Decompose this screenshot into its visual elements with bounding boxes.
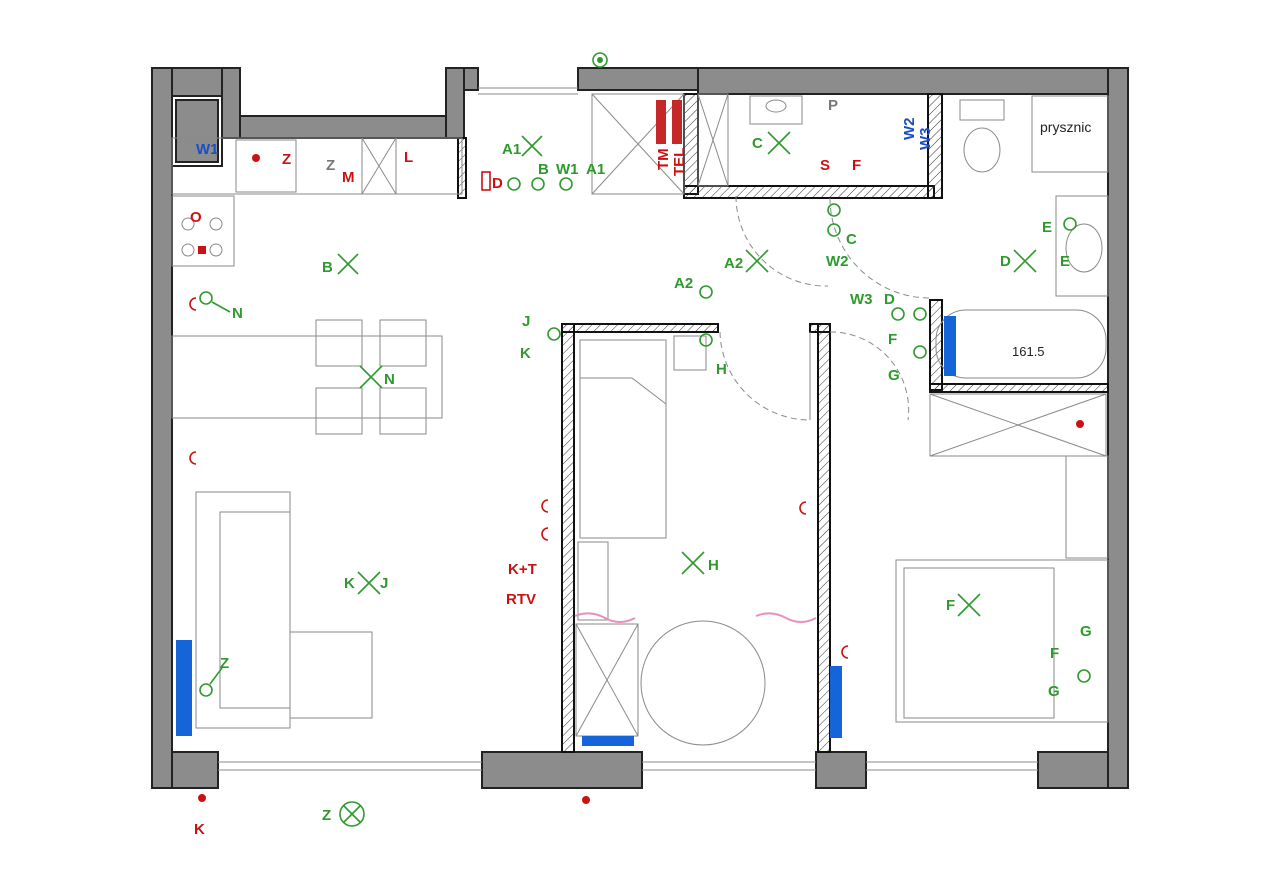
light-h <box>681 551 705 575</box>
label-j-living: J <box>380 575 388 592</box>
hall-closets <box>591 93 729 195</box>
label-a1-right: A1 <box>586 161 605 178</box>
label-s-wc: S <box>820 157 830 174</box>
label-n-wall: N <box>232 305 243 322</box>
label-z-gray: Z <box>326 157 335 174</box>
label-o-kitchen: O <box>190 209 202 226</box>
kitchen-counter <box>171 137 463 267</box>
windows <box>218 87 1038 771</box>
label-w2-blue: W2 <box>901 118 918 141</box>
label-j-room: J <box>522 313 530 330</box>
label-z-kitchen: Z <box>282 151 291 168</box>
light-b <box>337 253 359 275</box>
label-d-hall: D <box>492 175 503 192</box>
sofa <box>195 491 373 729</box>
label-kt: K+T <box>508 561 537 578</box>
label-w1-hall: W1 <box>556 161 579 178</box>
light-a2 <box>745 249 769 273</box>
middle-room-furniture <box>574 335 817 746</box>
label-h-switch: H <box>716 361 727 378</box>
light-fixtures <box>337 52 1037 827</box>
label-a2-light: A2 <box>724 255 743 272</box>
label-g-bed-bottom: G <box>1048 683 1060 700</box>
label-b-hall: B <box>538 161 549 178</box>
label-k-living: K <box>344 575 355 592</box>
light-kj <box>357 571 381 595</box>
switches <box>199 177 1091 697</box>
label-m-kitchen: M <box>342 169 355 186</box>
label-f-bed: F <box>1050 645 1059 662</box>
label-k-room: K <box>520 345 531 362</box>
radiators <box>176 316 956 746</box>
interior-walls <box>457 93 1109 753</box>
light-c <box>767 131 791 155</box>
door-swings <box>719 195 931 421</box>
exterior-walls <box>151 67 1129 789</box>
label-tel: TEL <box>671 148 688 176</box>
label-rtv: RTV <box>506 591 536 608</box>
label-w3-blue: W3 <box>917 128 934 151</box>
label-w1-top: W1 <box>196 141 219 158</box>
light-d <box>1013 249 1037 273</box>
light-f <box>957 593 981 617</box>
label-z-living: Z <box>220 655 229 672</box>
label-f-bath: F <box>888 331 897 348</box>
label-k-outside: K <box>194 821 205 838</box>
label-c-hall: C <box>846 231 857 248</box>
label-a1-left: A1 <box>502 141 521 158</box>
plan-labels: W1 Z Z M L O D A1 B W1 A1 TM TEL C P S F… <box>190 97 1092 838</box>
label-l-kitchen: L <box>404 149 413 166</box>
light-a1 <box>521 135 543 157</box>
label-n-table: N <box>384 371 395 388</box>
sockets <box>189 154 1084 804</box>
label-e-bath-top: E <box>1042 219 1052 236</box>
label-b-living: B <box>322 259 333 276</box>
label-f-wc: F <box>852 157 861 174</box>
label-tm: TM <box>655 148 672 170</box>
label-g-bed-top: G <box>1080 623 1092 640</box>
light-n <box>359 365 383 389</box>
label-e-bath-sink: E <box>1060 253 1070 270</box>
label-z-outside: Z <box>322 807 331 824</box>
label-p-wc: P <box>828 97 838 114</box>
label-c-wc: C <box>752 135 763 152</box>
dining-table <box>171 319 443 435</box>
bedroom-furniture <box>895 393 1109 723</box>
label-bathtub: 161.5 <box>1012 344 1045 359</box>
label-d-bath2: D <box>884 291 895 308</box>
label-a2-hall: A2 <box>674 275 693 292</box>
label-d-bath: D <box>1000 253 1011 270</box>
label-prysznic: prysznic <box>1040 119 1091 135</box>
label-g-bath: G <box>888 367 900 384</box>
bathroom-fixtures <box>749 95 1109 379</box>
label-w2-hall: W2 <box>826 253 849 270</box>
label-h-room: H <box>708 557 719 574</box>
label-w3-bath: W3 <box>850 291 873 308</box>
label-f-bedroom: F <box>946 597 955 614</box>
